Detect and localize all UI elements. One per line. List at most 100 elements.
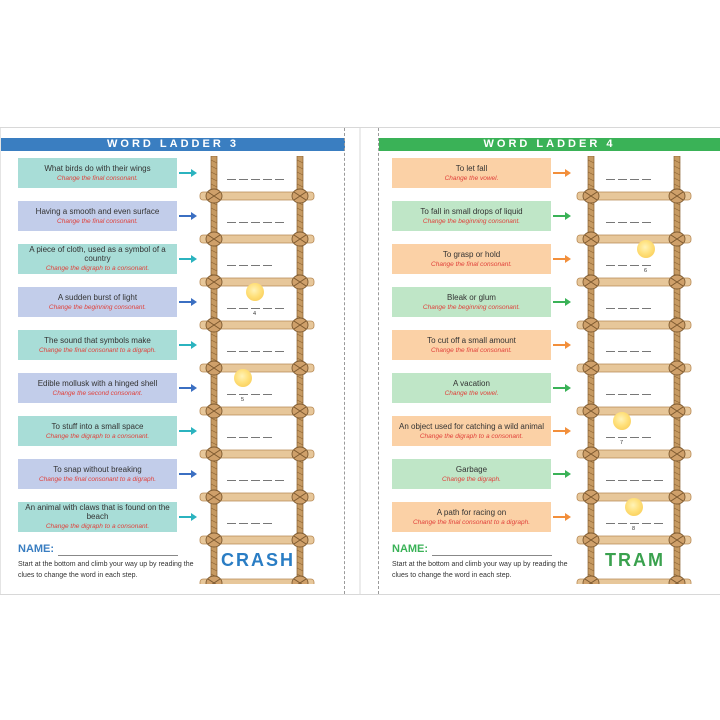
letter-blank[interactable] (654, 523, 663, 524)
answer-blanks[interactable] (606, 205, 676, 225)
letter-blank[interactable] (642, 523, 651, 524)
answer-blanks[interactable]: 6 (606, 240, 676, 274)
letter-blank[interactable] (251, 523, 260, 524)
letter-blank[interactable] (251, 308, 260, 309)
answer-blanks[interactable]: 7 (606, 412, 676, 446)
letter-blank[interactable] (606, 351, 615, 352)
answer-blanks[interactable] (606, 463, 676, 483)
letter-blank[interactable] (642, 437, 651, 438)
letter-blank[interactable] (642, 179, 651, 180)
letter-blank[interactable] (263, 179, 272, 180)
letter-blank[interactable] (263, 394, 272, 395)
letter-blank[interactable] (251, 222, 260, 223)
letter-blank[interactable] (251, 480, 260, 481)
letter-blank[interactable] (227, 265, 236, 266)
letter-blank[interactable] (618, 437, 627, 438)
letter-blank[interactable] (239, 308, 248, 309)
letter-blank[interactable] (642, 265, 651, 266)
letter-blank[interactable] (606, 437, 615, 438)
letter-blank[interactable] (630, 265, 639, 266)
letter-blank[interactable] (606, 523, 615, 524)
answer-blanks[interactable] (606, 291, 676, 311)
letter-blank[interactable] (630, 437, 639, 438)
letter-blank[interactable] (275, 480, 284, 481)
name-field[interactable] (58, 555, 178, 556)
letter-blank[interactable] (618, 222, 627, 223)
letter-blank[interactable] (263, 437, 272, 438)
letter-blank[interactable] (227, 222, 236, 223)
answer-blanks[interactable] (227, 463, 297, 483)
answer-blanks[interactable] (227, 334, 297, 354)
answer-blanks[interactable] (227, 248, 297, 268)
letter-blank[interactable] (263, 265, 272, 266)
letter-blank[interactable] (239, 437, 248, 438)
letter-blank[interactable] (606, 265, 615, 266)
letter-blank[interactable] (606, 394, 615, 395)
letter-blank[interactable] (630, 351, 639, 352)
letter-blank[interactable] (606, 480, 615, 481)
letter-blank[interactable] (275, 179, 284, 180)
letter-blank[interactable] (606, 222, 615, 223)
letter-blank[interactable] (618, 351, 627, 352)
letter-blank[interactable] (642, 480, 651, 481)
letter-blank[interactable] (239, 480, 248, 481)
letter-blank[interactable] (275, 308, 284, 309)
letter-blank[interactable] (239, 351, 248, 352)
letter-blank[interactable] (618, 179, 627, 180)
answer-blanks[interactable]: 5 (227, 369, 297, 403)
letter-blank[interactable] (227, 394, 236, 395)
arrow-right-icon (179, 427, 197, 435)
answer-blanks[interactable]: 4 (227, 283, 297, 317)
answer-blanks[interactable] (227, 205, 297, 225)
letter-blank[interactable] (642, 222, 651, 223)
letter-blank[interactable] (263, 480, 272, 481)
letter-blank[interactable] (227, 480, 236, 481)
letter-blank[interactable] (630, 523, 639, 524)
letter-blank[interactable] (239, 265, 248, 266)
letter-blank[interactable] (630, 480, 639, 481)
letter-blank[interactable] (239, 523, 248, 524)
letter-blank[interactable] (606, 179, 615, 180)
letter-blank[interactable] (251, 265, 260, 266)
letter-blank[interactable] (618, 308, 627, 309)
answer-blanks[interactable] (227, 162, 297, 182)
letter-blank[interactable] (630, 394, 639, 395)
letter-blank[interactable] (251, 351, 260, 352)
answer-blanks[interactable] (606, 162, 676, 182)
letter-blank[interactable] (251, 394, 260, 395)
letter-blank[interactable] (606, 308, 615, 309)
letter-blank[interactable] (618, 523, 627, 524)
letter-blank[interactable] (251, 179, 260, 180)
letter-blank[interactable] (239, 179, 248, 180)
letter-blank[interactable] (227, 523, 236, 524)
letter-blank[interactable] (227, 308, 236, 309)
letter-blank[interactable] (642, 308, 651, 309)
letter-blank[interactable] (227, 179, 236, 180)
letter-blank[interactable] (654, 480, 663, 481)
letter-blank[interactable] (630, 222, 639, 223)
letter-blank[interactable] (630, 179, 639, 180)
letter-blank[interactable] (263, 308, 272, 309)
answer-blanks[interactable]: 8 (606, 498, 676, 532)
answer-blanks[interactable] (227, 506, 297, 526)
answer-blanks[interactable] (606, 377, 676, 397)
letter-blank[interactable] (618, 265, 627, 266)
letter-blank[interactable] (227, 351, 236, 352)
letter-blank[interactable] (618, 394, 627, 395)
letter-blank[interactable] (239, 222, 248, 223)
letter-blank[interactable] (642, 394, 651, 395)
letter-blank[interactable] (263, 351, 272, 352)
letter-blank[interactable] (642, 351, 651, 352)
letter-blank[interactable] (630, 308, 639, 309)
letter-blank[interactable] (275, 351, 284, 352)
letter-blank[interactable] (251, 437, 260, 438)
letter-blank[interactable] (618, 480, 627, 481)
letter-blank[interactable] (227, 437, 236, 438)
letter-blank[interactable] (263, 222, 272, 223)
letter-blank[interactable] (239, 394, 248, 395)
letter-blank[interactable] (275, 222, 284, 223)
name-field[interactable] (432, 555, 552, 556)
letter-blank[interactable] (263, 523, 272, 524)
answer-blanks[interactable] (606, 334, 676, 354)
answer-blanks[interactable] (227, 420, 297, 440)
